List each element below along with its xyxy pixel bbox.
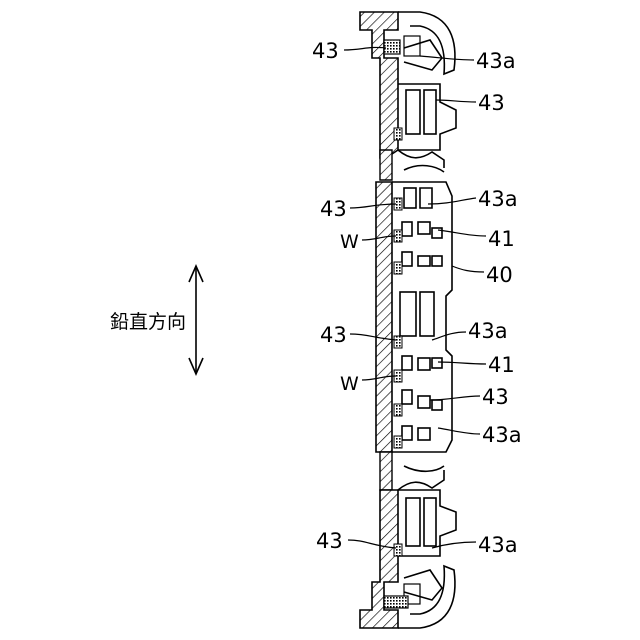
upper-cavities: [404, 36, 436, 134]
label-W-2: W: [340, 373, 359, 395]
label-40: 40: [486, 263, 513, 287]
label-W-1: W: [340, 231, 359, 253]
label-43-mid-left-2: 43: [320, 323, 347, 347]
label-41-1: 41: [488, 227, 515, 251]
label-43a-mid-right-1: 43a: [478, 187, 518, 211]
vertical-direction-arrow: [189, 266, 203, 374]
direction-label: 鉛直方向: [110, 311, 186, 333]
label-43-top-left: 43: [312, 39, 339, 63]
label-43-mid-left-1: 43: [320, 197, 347, 221]
hatched-wall: [360, 12, 398, 628]
label-43a-top-right: 43a: [476, 49, 516, 73]
lower-cavities: [404, 498, 436, 604]
label-43a-lower-right: 43a: [482, 423, 522, 447]
label-43a-mid-right-2: 43a: [468, 319, 508, 343]
label-43-lower-right: 43: [482, 385, 509, 409]
label-43-upper-right: 43: [478, 91, 505, 115]
central-cavities: [400, 188, 442, 440]
label-43-bottom-left: 43: [316, 529, 343, 553]
label-43a-bottom-right: 43a: [478, 533, 518, 557]
label-41-2: 41: [488, 353, 515, 377]
